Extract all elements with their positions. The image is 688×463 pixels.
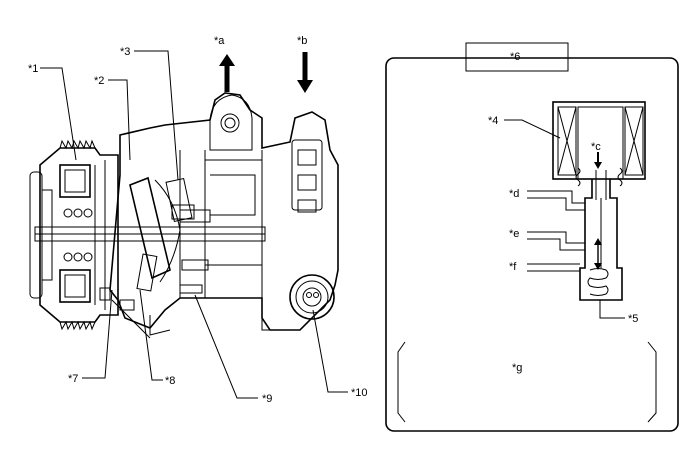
label-a: *a: [214, 35, 225, 47]
label-e: *e: [509, 228, 519, 240]
label-9: *9: [262, 393, 272, 405]
leader-lines-left: [40, 50, 348, 399]
label-10: *10: [351, 387, 368, 399]
label-4: *4: [488, 115, 498, 127]
label-c: *c: [591, 141, 601, 153]
label-g: *g: [512, 362, 522, 374]
label-3: *3: [120, 46, 130, 58]
label-2: *2: [94, 75, 104, 87]
label-7: *7: [68, 373, 78, 385]
compressor-cutaway: [29, 92, 339, 336]
label-f: *f: [509, 261, 517, 273]
control-valve-panel: [385, 42, 679, 432]
label-8: *8: [165, 375, 175, 387]
label-5: *5: [628, 313, 638, 325]
label-b: *b: [297, 35, 307, 47]
suction-arrow: [297, 52, 313, 93]
label-1: *1: [28, 63, 38, 75]
discharge-arrow: [219, 54, 235, 92]
label-6: *6: [510, 51, 520, 63]
label-d: *d: [509, 188, 519, 200]
